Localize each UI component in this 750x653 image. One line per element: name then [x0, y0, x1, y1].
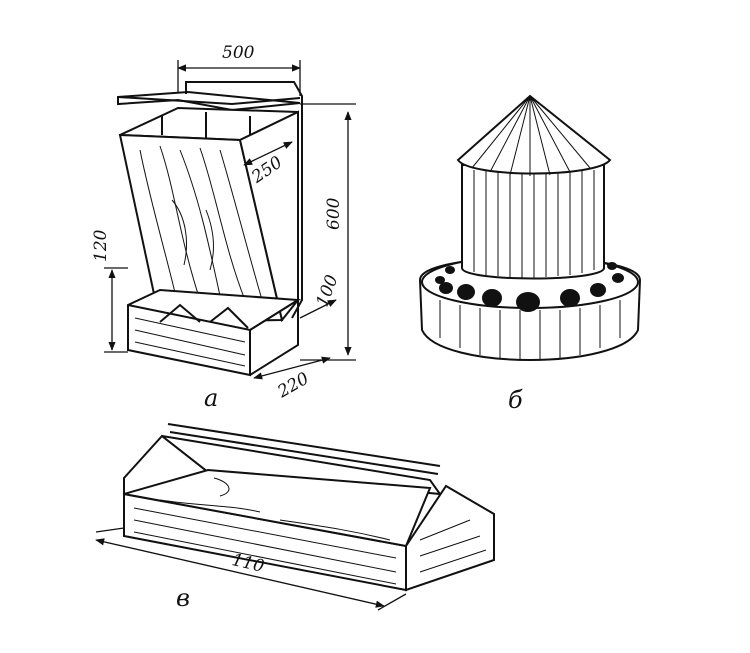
hopper-dimensions — [104, 60, 356, 380]
trough-right-end — [405, 484, 495, 592]
trough-rod — [167, 423, 441, 475]
dim-height-label: 600 — [324, 197, 344, 230]
feeder-cone-roof — [456, 94, 612, 175]
trough-feeder — [123, 423, 495, 592]
hopper-feeder — [117, 81, 303, 377]
dim-depth-label: 220 — [274, 369, 313, 403]
dim-slot-label: 100 — [313, 272, 343, 310]
feeder-holes — [435, 262, 624, 312]
caption-c: в — [176, 584, 190, 612]
caption-b: б — [508, 386, 523, 414]
hopper-tray — [127, 288, 302, 377]
feeder-cylinder — [461, 164, 605, 280]
dim-width-label: 500 — [222, 43, 255, 63]
bell-feeder — [418, 94, 642, 361]
dim-left-label: 120 — [91, 229, 111, 262]
trough-dimension — [95, 527, 407, 611]
caption-a: а — [204, 384, 218, 412]
hopper-handle — [185, 81, 303, 319]
